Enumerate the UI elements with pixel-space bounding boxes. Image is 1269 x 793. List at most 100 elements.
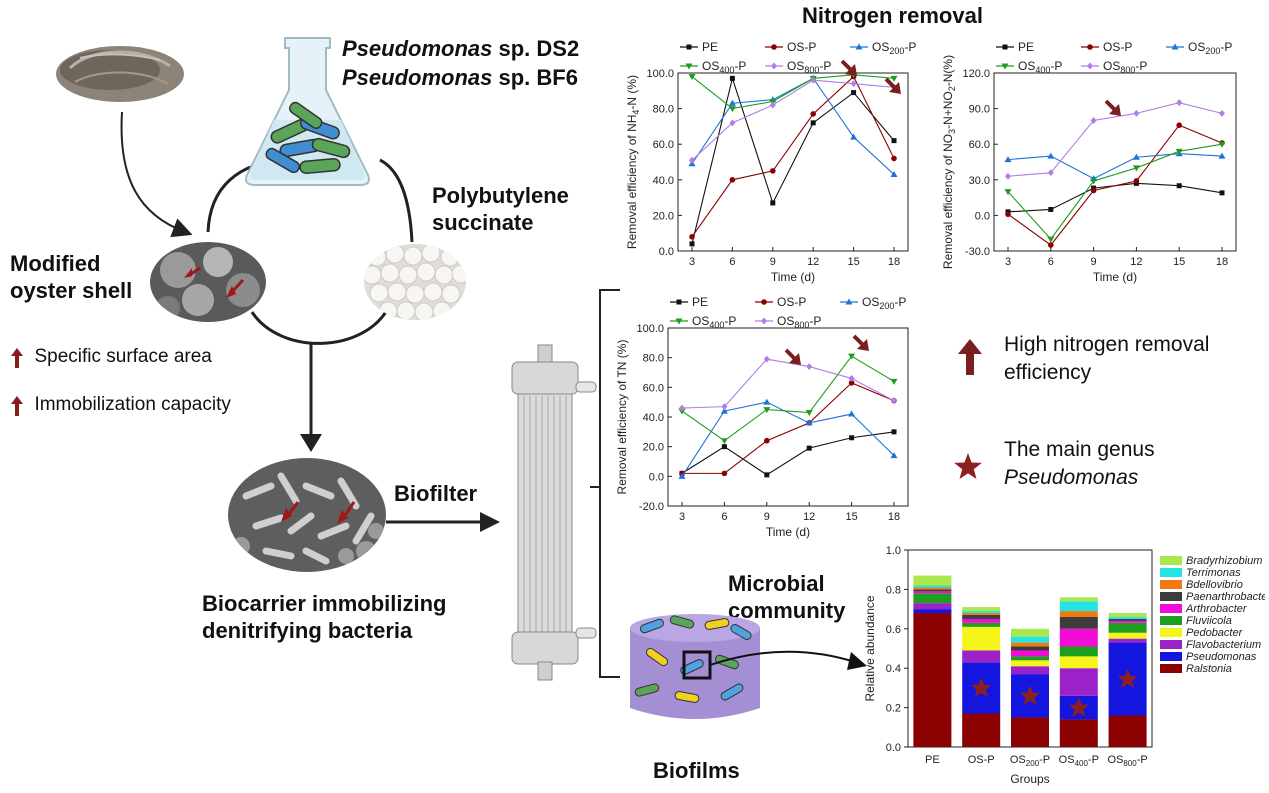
legend-label: Flavobacterium xyxy=(1186,639,1261,651)
legend-swatch xyxy=(1160,652,1182,661)
y-tick-label: 80.0 xyxy=(643,353,664,365)
series-line xyxy=(1007,153,1223,180)
series-line xyxy=(691,77,895,175)
legend-label: OS800-P xyxy=(787,59,831,75)
legend-label: OS400-P xyxy=(702,59,746,75)
y-tick-label: 20.0 xyxy=(643,442,664,454)
data-point xyxy=(689,241,695,247)
bar-segment-fluviicola xyxy=(913,593,952,604)
data-point xyxy=(763,407,771,414)
data-point xyxy=(1133,178,1140,184)
series-line xyxy=(681,401,895,477)
y-tick-label: 60.0 xyxy=(643,382,664,394)
data-point xyxy=(810,111,816,117)
legend-swatch-marker xyxy=(845,298,853,305)
legend-swatch-marker xyxy=(1002,44,1008,50)
data-point xyxy=(721,403,728,411)
data-point xyxy=(851,90,857,96)
series-line xyxy=(1007,182,1223,213)
bar-segment-arthrobacter xyxy=(1011,650,1049,657)
y-tick-label: -20.0 xyxy=(639,501,664,513)
x-tick-label: 6 xyxy=(729,256,735,268)
data-point xyxy=(805,419,813,426)
legend-label: OS200-P xyxy=(1188,40,1232,56)
data-point xyxy=(1132,153,1140,160)
legend-swatch-marker xyxy=(771,62,777,70)
bar-segment-ralstonia xyxy=(1059,719,1098,747)
bar-segment-terrimonas xyxy=(1059,601,1098,612)
x-tick-label: 3 xyxy=(679,511,685,523)
main-genus-text: The main genus xyxy=(1004,438,1155,461)
loop-bottom xyxy=(250,304,392,345)
bacteria-strain-1: Pseudomonas sp. DS2 xyxy=(342,35,579,62)
bar-segment-pedobacter xyxy=(1059,656,1098,669)
bar-segment-flavobacterium xyxy=(962,650,1001,663)
data-point xyxy=(848,374,855,382)
legend-swatch-marker xyxy=(1001,63,1009,70)
data-point xyxy=(1004,189,1012,196)
y-tick-label: -30.0 xyxy=(965,246,990,258)
data-point xyxy=(1219,190,1225,196)
y-tick-label: 60.0 xyxy=(969,139,990,151)
data-point xyxy=(720,438,728,445)
bracket-connector xyxy=(590,289,620,678)
legend-swatch-marker xyxy=(686,44,692,50)
high-efficiency-text: High nitrogen removal efficiency xyxy=(1004,333,1210,384)
pseudomonas-star-icon xyxy=(1020,685,1040,705)
bar-segment-pseudomonas xyxy=(913,609,952,614)
series-line xyxy=(1007,143,1223,241)
data-point xyxy=(1090,178,1098,185)
data-point xyxy=(891,397,897,405)
y-axis-title: Removal efficiency of NH4-N (%) xyxy=(625,75,641,249)
main-genus-star-icon xyxy=(954,453,982,479)
legend-swatch xyxy=(1160,640,1182,649)
legend-swatch xyxy=(1160,604,1182,613)
data-point xyxy=(1047,236,1055,243)
bar-segment-flavobacterium xyxy=(1108,638,1147,643)
data-point xyxy=(890,452,898,459)
bar-segment-pedobacter xyxy=(962,626,1001,651)
series-line xyxy=(691,76,895,245)
pbs-label: Polybutylene succinate xyxy=(432,183,569,235)
pseudomonas-star-icon xyxy=(1068,697,1089,717)
data-point xyxy=(891,429,897,435)
legend-swatch-marker xyxy=(1087,44,1093,50)
bar-segment-arthrobacter xyxy=(962,618,1001,623)
legend-label: PE xyxy=(1018,40,1034,54)
data-point xyxy=(810,76,817,84)
legend-swatch-marker xyxy=(1171,43,1179,50)
biocarrier-sem-image xyxy=(228,458,386,572)
legend-label: OS-P xyxy=(777,295,806,309)
biofilm-to-community-arrow xyxy=(709,650,867,670)
legend-label: OS-P xyxy=(1103,40,1132,54)
y-tick-label: 90.0 xyxy=(969,104,990,116)
bar-segment-paenarthrobacter xyxy=(1011,646,1049,651)
data-point xyxy=(678,472,686,479)
y-tick-label: 60.0 xyxy=(653,139,674,151)
bar-segment-arthrobacter xyxy=(1059,628,1098,647)
data-point xyxy=(890,378,898,385)
data-point xyxy=(848,380,855,386)
x-tick-label: OS800-P xyxy=(1107,754,1147,768)
bar-segment-fluviicola xyxy=(962,622,1001,627)
legend-swatch-marker xyxy=(771,44,777,50)
y-tick-label: 0.6 xyxy=(886,624,901,636)
bar-segment-bradyrhizobium xyxy=(1108,613,1147,617)
bar-segment-fluviicola xyxy=(1059,646,1098,657)
bar-segment-pedobacter xyxy=(1108,632,1147,639)
bar-segment-ralstonia xyxy=(1011,717,1049,747)
x-tick-label: 6 xyxy=(721,511,727,523)
data-point xyxy=(1133,109,1140,117)
modified-shell-label: Modified oyster shell xyxy=(10,251,133,303)
data-point xyxy=(1218,152,1226,159)
bar-segment-paenarthrobacter xyxy=(962,615,1001,619)
oyster-to-shell-arrow xyxy=(120,111,193,238)
data-point xyxy=(1047,169,1054,177)
y-tick-label: 100.0 xyxy=(646,68,674,80)
bar-segment-bradyrhizobium xyxy=(1011,628,1049,637)
high-efficiency-arrow-icon xyxy=(958,339,982,375)
legend-label: Paenarthrobacter xyxy=(1186,591,1265,603)
data-point xyxy=(729,177,736,183)
